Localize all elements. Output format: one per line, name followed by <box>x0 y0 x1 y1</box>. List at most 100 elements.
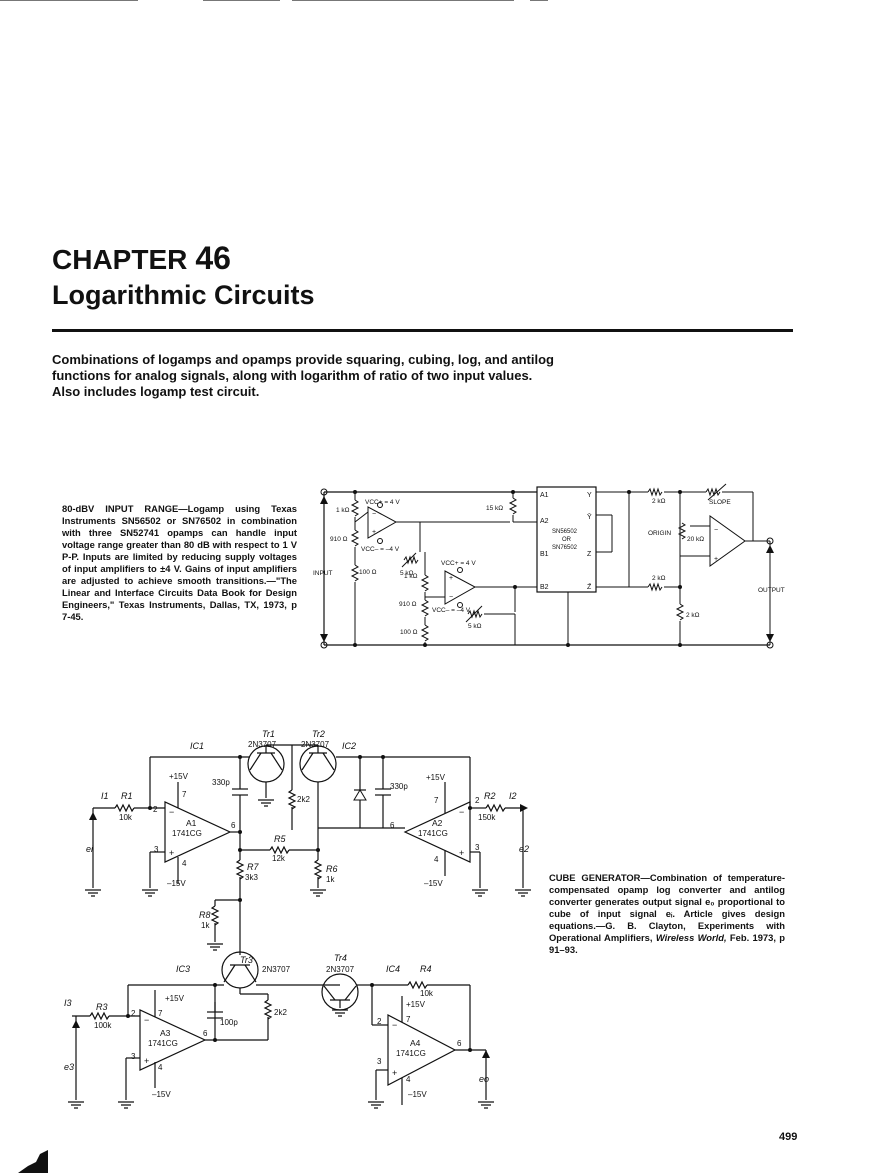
r2-label: R2 <box>484 791 496 801</box>
r1-label: R1 <box>121 791 133 801</box>
chip-or: OR <box>562 537 572 543</box>
c100: 100p <box>220 1018 238 1027</box>
a3-pos-supply: +15V <box>165 994 185 1003</box>
svg-text:−: − <box>372 511 376 518</box>
svg-text:+: + <box>169 848 174 858</box>
pin-z: Z <box>587 551 592 558</box>
i1-label: I1 <box>101 791 109 801</box>
ei-label: ei <box>86 844 94 854</box>
r-2k-mid: 2 kΩ <box>652 575 666 582</box>
chapter-intro: Combinations of logamps and opamps provi… <box>52 352 554 399</box>
a1-part: 1741CG <box>172 829 202 838</box>
tr3-tr4-pair: Tr3 2N3707 Tr4 2N3707 <box>128 905 372 1017</box>
r-5k-mid: 5 kΩ <box>468 623 482 630</box>
svg-text:6: 6 <box>457 1039 462 1048</box>
svg-text:7: 7 <box>182 790 187 799</box>
caption-body: —Logamp using Texas Instruments SN56502 … <box>62 503 297 622</box>
caption-title: 80-dBV INPUT RANGE <box>62 503 179 514</box>
caption-title: CUBE GENERATOR <box>549 872 641 883</box>
svg-text:4: 4 <box>158 1063 163 1072</box>
tr2-part: 2N3707 <box>301 740 330 749</box>
origin-label: ORIGIN <box>648 530 671 537</box>
pin-a1: A1 <box>540 492 549 499</box>
r4-value: 10k <box>420 989 434 998</box>
svg-text:+: + <box>144 1056 149 1066</box>
a3-part: 1741CG <box>148 1039 178 1048</box>
svg-text:7: 7 <box>406 1015 411 1024</box>
svg-text:3: 3 <box>131 1052 136 1061</box>
svg-text:4: 4 <box>182 859 187 868</box>
pin-b2: B2 <box>540 584 549 591</box>
r6-value: 1k <box>326 875 335 884</box>
svg-text:−: − <box>169 807 174 817</box>
r8-value: 1k <box>201 921 210 930</box>
opamp-a4: − + A4 1741CG +15V –15V 74 23 6 IC4 R4 1… <box>368 964 494 1109</box>
caption-source-italic: Wireless World, <box>655 932 727 943</box>
svg-text:−: − <box>714 527 718 534</box>
tr1-label: Tr1 <box>262 729 275 739</box>
r-100-bot: 100 Ω <box>400 629 418 636</box>
a4-neg-supply: –15V <box>408 1090 427 1099</box>
svg-text:−: − <box>144 1015 149 1025</box>
tr1-part: 2N3707 <box>248 740 277 749</box>
a1-label: A1 <box>186 818 197 828</box>
tr2-label: Tr2 <box>312 729 325 739</box>
vcc-neg-1: VCC– = –4 V <box>361 546 400 553</box>
e3-label: e3 <box>64 1062 74 1072</box>
input-rails <box>320 488 770 649</box>
r1-value: 10k <box>119 813 133 822</box>
r-15k: 15 kΩ <box>486 505 503 512</box>
r-100-top: 100 Ω <box>359 569 377 576</box>
svg-text:3: 3 <box>377 1057 382 1066</box>
pin-a2: A2 <box>540 518 549 525</box>
e2-label: e2 <box>519 844 529 854</box>
caption-input-range: 80-dBV INPUT RANGE—Logamp using Texas In… <box>62 503 297 623</box>
pin-ybar: Ȳ <box>587 513 592 521</box>
eo-label: eo <box>479 1074 489 1084</box>
ic4-label: IC4 <box>386 964 400 974</box>
r-1k-top: 1 kΩ <box>336 507 350 514</box>
logamp-chip: A1 A2 B1 B2 Y Ȳ Z Z̄ SN56502 OR SN76502 <box>536 486 597 593</box>
svg-text:+: + <box>449 575 453 582</box>
r5-label: R5 <box>274 834 286 844</box>
r-2k-bot: 2 kΩ <box>686 612 700 619</box>
svg-text:−: − <box>392 1020 397 1030</box>
r3-value: 100k <box>94 1021 112 1030</box>
a2-part: 1741CG <box>418 829 448 838</box>
r2-value: 150k <box>478 813 496 822</box>
a2-neg-supply: –15V <box>424 879 443 888</box>
input-label: INPUT <box>313 570 333 577</box>
svg-text:6: 6 <box>231 821 236 830</box>
svg-text:−: − <box>449 594 453 601</box>
pin-b1: B1 <box>540 551 549 558</box>
slope-label: SLOPE <box>709 499 731 506</box>
chapter-title: Logarithmic Circuits <box>52 280 315 310</box>
pin-y: Y <box>587 492 592 499</box>
tr4-part: 2N3707 <box>326 965 355 974</box>
a3-label: A3 <box>160 1028 171 1038</box>
svg-text:6: 6 <box>390 821 395 830</box>
output-label: OUTPUT <box>758 587 785 594</box>
i3-label: I3 <box>64 998 72 1008</box>
c330-a: 330p <box>212 778 230 787</box>
svg-text:2: 2 <box>131 1009 136 1018</box>
svg-text:4: 4 <box>406 1075 411 1084</box>
vcc-neg-2: VCC– = –4 V <box>432 607 471 614</box>
c330-b: 330p <box>390 782 408 791</box>
a2-feed: 15 kΩ <box>420 492 537 523</box>
a2-pos-supply: +15V <box>426 773 446 782</box>
input-amp-1: − + VCC+ = 4 V VCC– = –4 V 1 kΩ 910 Ω 10… <box>313 492 421 645</box>
r7-value: 3k3 <box>245 873 258 882</box>
ic2-label: IC2 <box>342 741 356 751</box>
r5-value: 12k <box>272 854 286 863</box>
divider-network: R5 12k R7 3k3 R6 1k R8 1k <box>199 831 338 951</box>
feedback-components: 330p 2k2 330p <box>212 757 408 860</box>
svg-text:+: + <box>714 556 718 563</box>
chapter-word: CHAPTER <box>52 244 188 275</box>
svg-text:3: 3 <box>475 843 480 852</box>
svg-text:2: 2 <box>377 1017 382 1026</box>
r-910-top: 910 Ω <box>330 536 348 543</box>
r7-label: R7 <box>247 862 259 872</box>
corner-mark-graphic <box>18 1150 48 1173</box>
